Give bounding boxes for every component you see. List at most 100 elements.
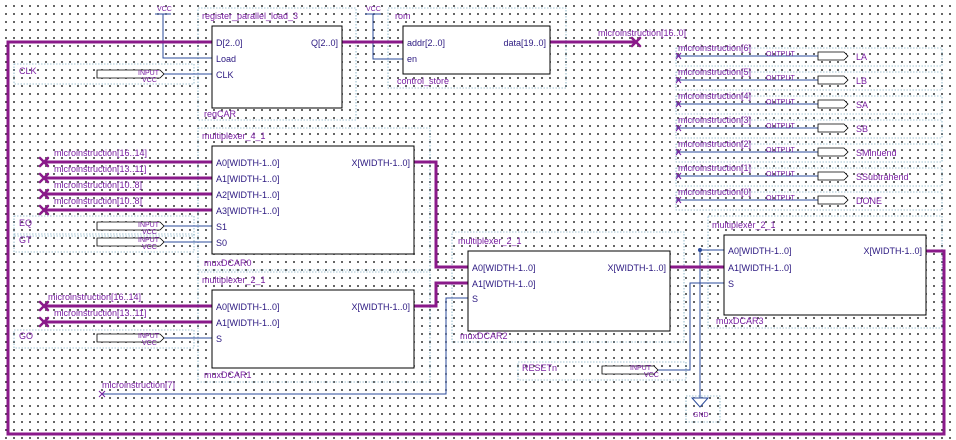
mux4-a2-x-marker (38, 188, 50, 200)
output-pin-la-kind: OUTPUT (766, 51, 796, 58)
mux4-port-x: X[WIDTH-1..0] (351, 158, 410, 168)
resetn-to-mux3-s-wire (658, 282, 724, 371)
sminuend-pin-boundary (675, 143, 943, 163)
input-pin-go-default: VCC (142, 340, 157, 347)
mux3-port-x: X[WIDTH-1..0] (863, 246, 922, 256)
mux1-block[interactable]: multiplexer_2_1 muxDCAR1 A0[WIDTH-1..0] … (202, 275, 415, 380)
output-pin-la-shape (817, 51, 849, 61)
net-label-mux4-a3: microinstruction[10..8] (54, 196, 142, 206)
mux1-a1-x-marker (38, 316, 50, 328)
sa-pin-boundary (675, 95, 943, 115)
output-pin-done[interactable]: microinstruction[0] OUTPUT DONE (678, 187, 882, 206)
mux1-out-bus (414, 281, 468, 308)
mux4-port-s1: S1 (216, 222, 227, 232)
input-pin-gt-name: GT (19, 235, 32, 245)
input-pin-clk-default: VCC (142, 77, 157, 84)
output-pin-ssubtrahend[interactable]: microinstruction[1] OUTPUT SSubtrahend (678, 163, 909, 182)
rom-port-en: en (407, 54, 417, 64)
output-pin-done-shape (817, 195, 849, 205)
mux4-port-a2: A2[WIDTH-1..0] (216, 190, 280, 200)
mux2-port-x: X[WIDTH-1..0] (607, 263, 666, 273)
output-pin-sb-name: SB (856, 124, 868, 134)
output-pin-la-name: LA (856, 52, 867, 62)
output-pin-sminuend[interactable]: microinstruction[2] OUTPUT SMinuend (678, 139, 897, 158)
regCAR-type: register_parallel_load_3 (202, 11, 298, 21)
lb-x-marker (675, 76, 682, 84)
sminuend-x-marker (675, 148, 682, 156)
resetn-pin-boundary (517, 361, 687, 381)
mux2-type: multiplexer_2_1 (458, 236, 522, 246)
input-pin-resetn[interactable]: RESETn INPUT VCC (522, 363, 659, 379)
output-pin-sminuend-name: SMinuend (856, 148, 897, 158)
mux2-instance: muxDCAR2 (460, 331, 508, 341)
output-pin-sa[interactable]: microinstruction[4] OUTPUT SA (678, 91, 868, 110)
net-label-mux4-a2: microinstruction[10..8] (54, 180, 142, 190)
output-pin-lb-source: microinstruction[5] (678, 67, 751, 77)
input-pin-go[interactable]: GO INPUT VCC (19, 331, 165, 347)
output-pin-la-source: microinstruction[6] (678, 43, 751, 53)
mux4-port-a3: A3[WIDTH-1..0] (216, 206, 280, 216)
output-pin-ssubtrahend-kind: OUTPUT (766, 171, 796, 178)
rom-port-addr: addr[2..0] (407, 38, 445, 48)
regCAR-port-clk: CLK (216, 70, 234, 80)
mux4-type: multiplexer_4_1 (202, 131, 266, 141)
mux2-body (467, 250, 671, 332)
feedback-bus (6, 40, 946, 436)
rom-port-data: data[19..0] (503, 38, 546, 48)
input-pin-resetn-name: RESETn (522, 363, 557, 373)
sa-x-marker (675, 100, 682, 108)
input-pin-resetn-default: VCC (644, 372, 659, 379)
output-pin-sa-shape (817, 99, 849, 109)
output-pin-lb[interactable]: microinstruction[5] OUTPUT LB (678, 67, 867, 86)
mux1-a0-x-marker (38, 300, 50, 312)
mux2-port-s: S (472, 294, 478, 304)
mux1-port-a1: A1[WIDTH-1..0] (216, 318, 280, 328)
mux4-boundary (197, 127, 431, 271)
rom-body (402, 25, 551, 75)
output-pin-ssubtrahend-source: microinstruction[1] (678, 163, 751, 173)
input-pin-eq[interactable]: EQ INPUT VCC (19, 218, 165, 236)
rom-type: rom (395, 11, 411, 21)
gnd-symbol: GND (690, 397, 710, 419)
regCAR-block[interactable]: register_parallel_load_3 regCAR D[2..0] … (202, 11, 343, 119)
output-pin-sb-shape (817, 123, 849, 133)
output-pin-la[interactable]: microinstruction[6] OUTPUT LA (678, 43, 867, 62)
mux2-port-a0: A0[WIDTH-1..0] (472, 263, 536, 273)
mi7-x-marker (98, 390, 106, 398)
output-pin-sb-source: microinstruction[3] (678, 115, 751, 125)
ssubtrahend-x-marker (675, 172, 682, 180)
gnd-label: GND (693, 412, 709, 419)
mux3-port-a1: A1[WIDTH-1..0] (728, 263, 792, 273)
ssubtrahend-pin-boundary (675, 167, 943, 187)
rom-block[interactable]: rom control_store addr[2..0] en data[19.… (395, 11, 551, 86)
output-pin-ssubtrahend-name: SSubtrahend (856, 172, 909, 182)
input-pin-go-kind: INPUT (138, 333, 160, 340)
output-pin-done-source: microinstruction[0] (678, 187, 751, 197)
input-pin-clk-name: CLK (19, 66, 37, 76)
mux1-port-x: X[WIDTH-1..0] (351, 302, 410, 312)
vcc-to-rom-en-wire (372, 14, 403, 60)
output-pin-sminuend-source: microinstruction[2] (678, 139, 751, 149)
mux4-block[interactable]: multiplexer_4_1 muxDCAR0 A0[WIDTH-1..0] … (202, 131, 415, 268)
net-label-mux4-a0: microinstruction[16..14] (54, 148, 147, 158)
input-pin-gt[interactable]: GT INPUT VCC (19, 235, 165, 251)
mux4-a3-x-marker (38, 204, 50, 216)
mux4-out-bus (414, 160, 468, 269)
mux3-port-s: S (728, 279, 734, 289)
mi7-to-mux2-s-wire (102, 297, 468, 395)
la-x-marker (675, 52, 682, 60)
input-pin-clk[interactable]: CLK INPUT VCC (19, 66, 165, 84)
output-pin-lb-kind: OUTPUT (766, 75, 796, 82)
mux4-body (211, 145, 415, 255)
output-pin-sb[interactable]: microinstruction[3] OUTPUT SB (678, 115, 868, 134)
mux2-block[interactable]: multiplexer_2_1 muxDCAR2 A0[WIDTH-1..0] … (458, 236, 671, 341)
output-pin-lb-name: LB (856, 76, 867, 86)
mux3-block[interactable]: multiplexer_2_1 muxDCAR3 A0[WIDTH-1..0] … (712, 220, 927, 326)
regCAR-port-d: D[2..0] (216, 38, 243, 48)
net-label-rom-data: microinstruction[16..0] (598, 28, 686, 38)
output-pin-ssubtrahend-shape (817, 171, 849, 181)
mux1-port-s: S (216, 334, 222, 344)
done-pin-boundary (675, 191, 943, 211)
input-pin-gt-default: VCC (142, 244, 157, 251)
